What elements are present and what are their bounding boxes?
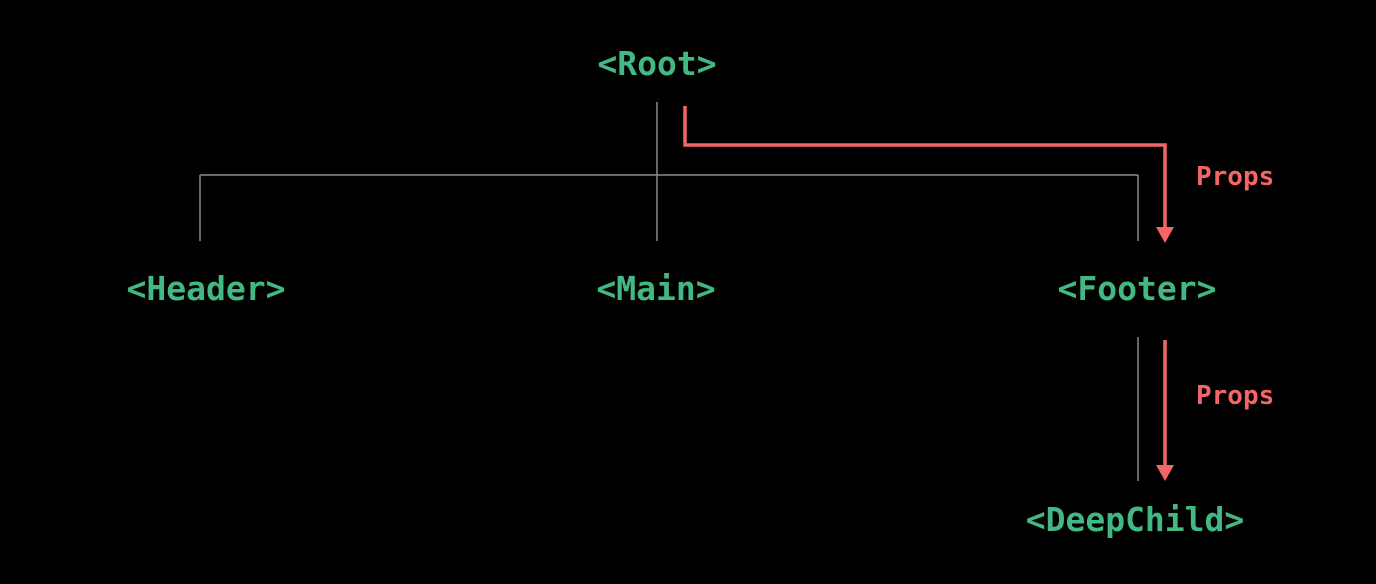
- props-label-bottom: Props: [1196, 381, 1275, 411]
- node-header: <Header>: [126, 269, 286, 308]
- node-root: <Root>: [597, 44, 717, 83]
- node-main: <Main>: [596, 269, 716, 308]
- arrow-head-icon: [1156, 227, 1174, 243]
- props-arrow-heads: [1156, 227, 1174, 481]
- props-arrow-root-to-footer: [683, 106, 1167, 228]
- props-label-top: Props: [1196, 162, 1275, 192]
- props-arrow-lines: [683, 106, 1167, 466]
- node-deepchild: <DeepChild>: [1025, 500, 1245, 539]
- tree-connector-lines: [199, 102, 1139, 481]
- node-footer: <Footer>: [1057, 269, 1217, 308]
- arrow-head-icon: [1156, 465, 1174, 481]
